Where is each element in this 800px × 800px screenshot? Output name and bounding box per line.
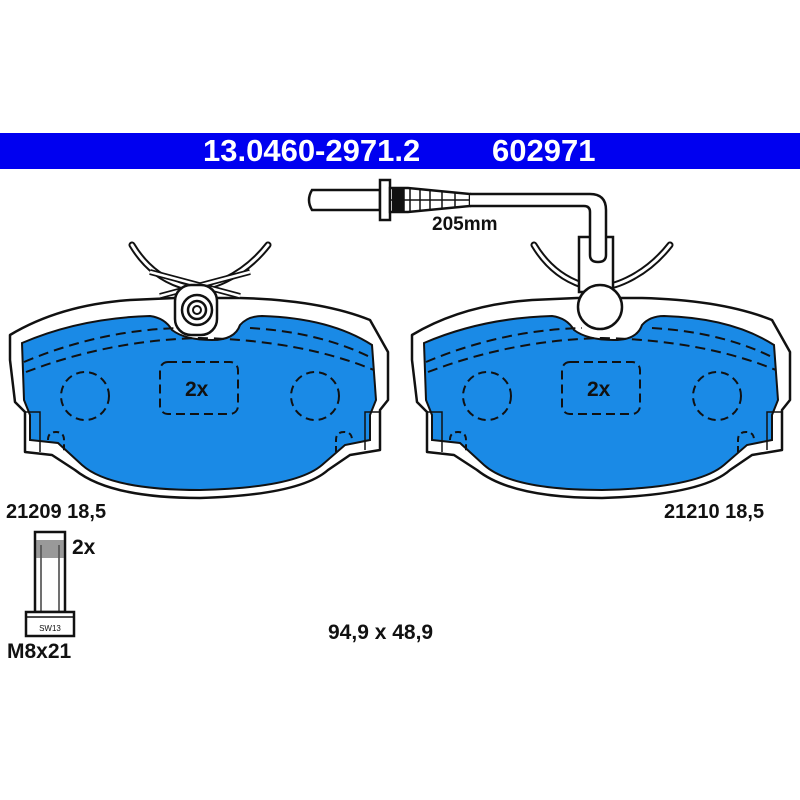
wear-sensor bbox=[307, 178, 608, 264]
part-number: 13.0460-2971.2 bbox=[203, 133, 421, 168]
brake-pad-right bbox=[410, 235, 792, 500]
pad-right-multiplier: 2x bbox=[587, 378, 611, 401]
pad-right-number: 21210 18,5 bbox=[664, 501, 765, 523]
brake-pad-left bbox=[8, 241, 390, 500]
header-banner: 13.0460-2971.2 602971 bbox=[0, 133, 800, 169]
bolt-quantity: 2x bbox=[72, 536, 96, 559]
reference-code: 602971 bbox=[492, 133, 596, 168]
bolt-size: M8x21 bbox=[7, 640, 72, 663]
cable-length-label: 205mm bbox=[432, 214, 498, 235]
pad-left-multiplier: 2x bbox=[185, 378, 209, 401]
bolt-drawing: SW13 bbox=[24, 530, 76, 638]
bolt-head-marking: SW13 bbox=[39, 624, 61, 633]
pad-left-number: 21209 18,5 bbox=[6, 501, 107, 523]
dimensions-label: 94,9 x 48,9 bbox=[328, 621, 434, 644]
